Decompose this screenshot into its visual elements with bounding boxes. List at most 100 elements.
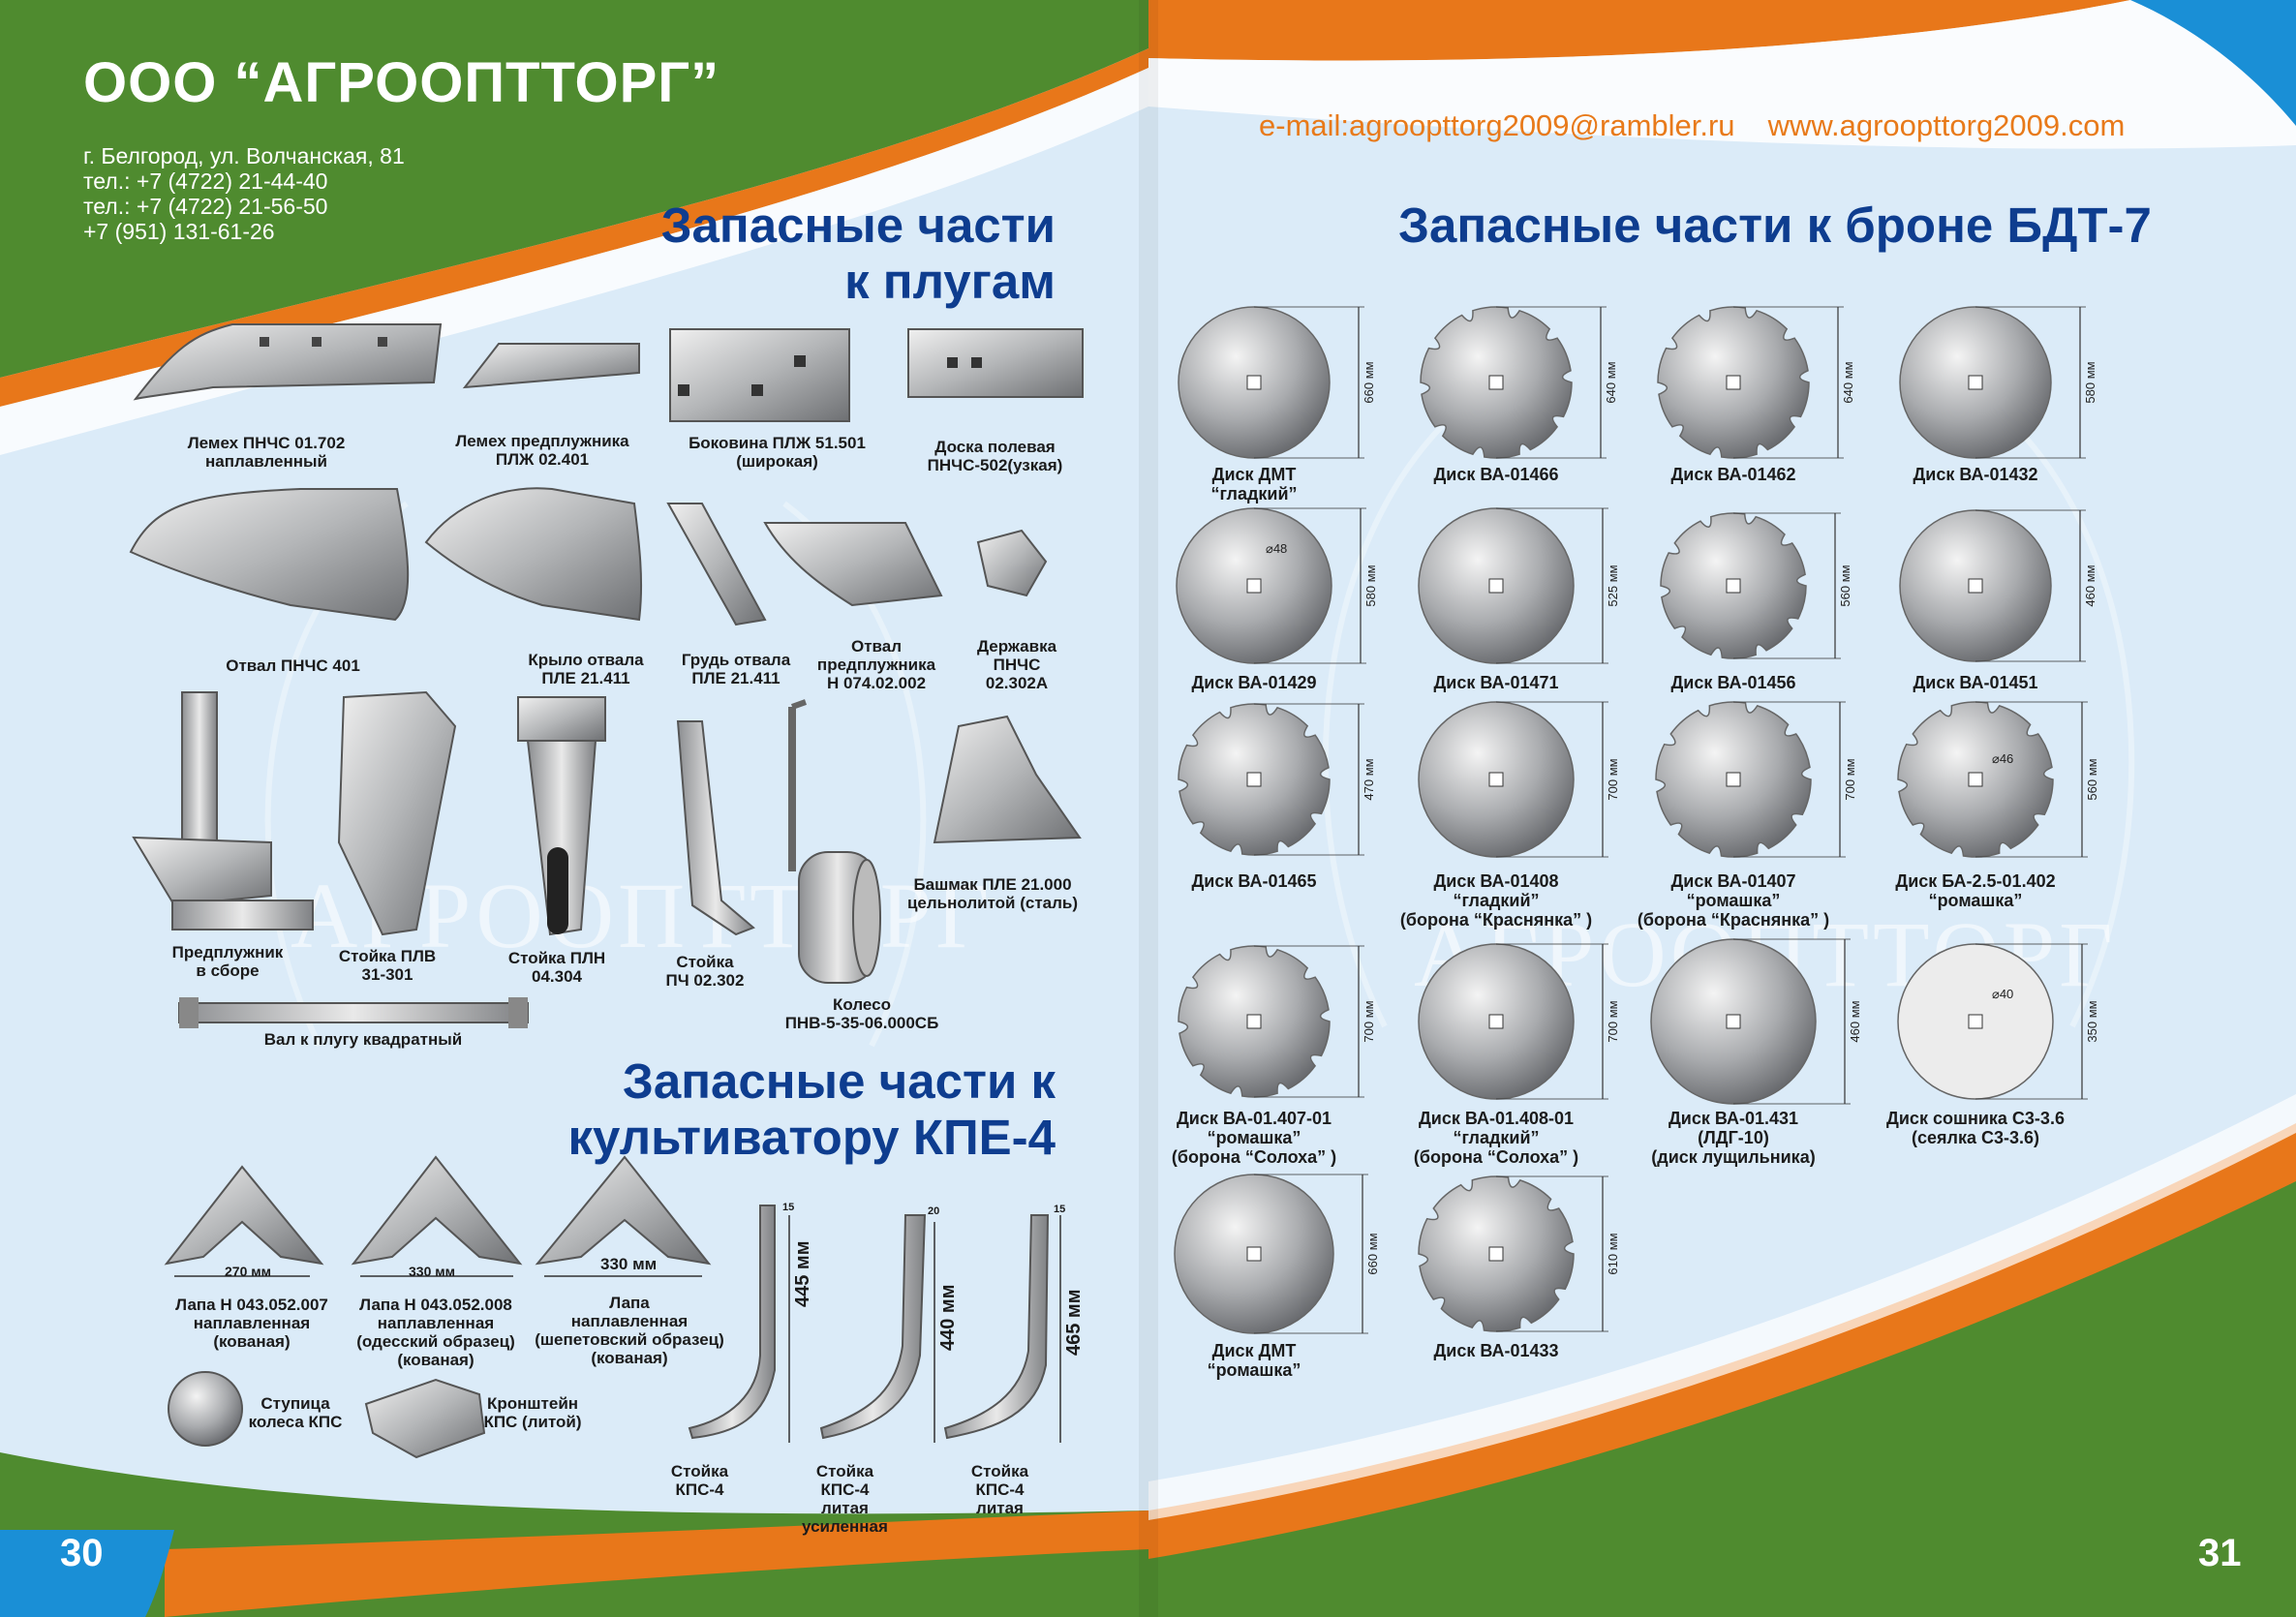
disk-center-hole [1246,375,1262,390]
part-label: Стойка ПЛН 04.304 [507,949,606,986]
stand-kps-cast-image [943,1214,1050,1440]
sweep-008-image [351,1155,523,1266]
part-label: Лапа наплавленная (шепетовский образец) … [535,1294,724,1367]
heading-line: Запасные части [660,198,1056,253]
disk-image: 470 мм [1178,703,1376,856]
contact-line: e-mail:agroopttorg2009@rambler.ru www.agr… [1259,108,2158,143]
part-label: Стойка КПС-4 [670,1462,729,1499]
phone-line: +7 (951) 131-61-26 [83,219,275,244]
disk-image: 460 мм [1650,938,1862,1105]
disk-center-hole [1726,1014,1741,1029]
disk-size: 350 мм [2085,1000,2099,1042]
disk-label: Диск ВА-01429 [1191,673,1317,692]
sweep-width: 330 мм [409,1264,455,1279]
disk-center-hole [1488,1246,1504,1262]
disk-center-hole [1726,375,1741,390]
plow-parts-illustrations [129,323,1084,1459]
part-label: Лемех предплужника ПЛЖ 02.401 [455,432,629,469]
share-image [133,323,443,401]
disk-center-hole [1488,1014,1504,1029]
shaft-image [178,997,529,1028]
company-address: г. Белгород, ул. Волчанская, 81 тел.: +7… [83,143,405,244]
disk-size: 700 мм [1843,758,1857,800]
disk-size: 470 мм [1362,758,1376,800]
phone-line: тел.: +7 (4722) 21-44-40 [83,168,328,194]
disk-size: 460 мм [1848,1000,1862,1042]
disk-label: Диск ВА-01408 “гладкий” (борона “Краснян… [1399,871,1593,930]
stand-pln-image [517,696,606,936]
page-number-left: 30 [60,1532,104,1574]
disk-image: 700 мм [1655,701,1857,858]
disk-label: Диск ВА-01407 “ромашка” (борона “Краснян… [1637,871,1830,930]
part-label: Грудь отвала ПЛЕ 21.411 [681,651,791,687]
address-line: г. Белгород, ул. Волчанская, 81 [83,143,405,168]
disk-center-hole [1488,772,1504,787]
part-label: Кронштейн КПС (литой) [483,1394,582,1431]
part-label: Вал к плугу квадратный [263,1030,463,1049]
disk-size: 660 мм [1362,361,1376,403]
stand-kps-image [688,1205,776,1440]
stand-height: 445 мм [792,1240,813,1307]
disk-center-hole [1968,375,1983,390]
wheel-image [788,699,881,984]
disk-size: 580 мм [1363,564,1378,606]
disk-center-hole [1488,578,1504,594]
part-label: Колесо ПНВ-5-35-06.000СБ [784,995,939,1032]
sweep-shep-image [535,1155,712,1266]
disk-image: 580 мм [1176,507,1378,664]
disk-center-hole [1726,578,1741,594]
disk-image: 640 мм [1657,306,1855,459]
part-label: Отвал ПНЧС 401 [226,656,360,675]
sweep-007-image [164,1165,324,1266]
heading-line: Запасные части к [622,1053,1056,1109]
hole-diameter-mark: ⌀48 [1266,541,1287,556]
part-label: Крыло отвала ПЛЕ 21.411 [528,651,644,687]
hole-diameter-mark: ⌀46 [1992,751,2013,766]
disk-label: Диск ВА-01456 [1670,673,1796,692]
breast-image [666,503,767,626]
website-link[interactable]: www.agroopttorg2009.com [1767,108,2126,142]
stand-kps-reinforced-image [819,1214,927,1440]
hub-image [168,1371,243,1447]
phone-line: тел.: +7 (4722) 21-56-50 [83,194,328,219]
disk-label: Диск ВА-01.408-01 “гладкий” (борона “Сол… [1413,1109,1579,1167]
disk-center-hole [1246,1014,1262,1029]
part-label: Стойка ПЧ 02.302 [665,953,745,990]
part-label: Стойка КПС-4 литая усиленная [802,1462,888,1536]
disk-image: 460 мм [1899,509,2097,662]
disk-size: 525 мм [1606,564,1620,606]
disk-center-hole [1726,772,1741,787]
sweep-width: 270 мм [225,1264,271,1279]
disk-size: 460 мм [2083,564,2097,606]
disk-label: Диск ВА-01451 [1913,673,2038,692]
part-label: Ступица колеса КПС [248,1394,343,1431]
part-label: Лапа Н 043.052.007 наплавленная (кованая… [175,1296,328,1351]
disk-center-hole [1488,375,1504,390]
stand-plv-image [337,690,457,936]
side-plate-image [669,328,850,422]
skimmer-assembly-image [132,691,314,931]
part-label: Предплужник в сборе [171,943,284,980]
email-link[interactable]: e-mail:agroopttorg2009@rambler.ru [1259,108,1735,142]
disk-image: 560 мм [1897,701,2099,858]
stand-top-width: 15 [782,1202,795,1213]
sweep-width: 330 мм [600,1255,658,1273]
disk-image: 700 мм [1418,943,1620,1100]
disk-size: 560 мм [1838,564,1852,606]
part-label: Лемех ПНЧС 01.702 наплавленный [187,434,346,471]
part-label: Стойка КПС-4 литая [970,1462,1029,1517]
disk-size: 640 мм [1604,361,1618,403]
stand-top-width: 15 [1054,1204,1066,1215]
disk-size: 660 мм [1365,1233,1380,1274]
disk-label: Диск ВА-01466 [1433,465,1559,484]
stand-height: 440 мм [937,1284,959,1351]
part-label: Лапа Н 043.052.008 наплавленная (одесски… [356,1296,515,1369]
disk-label: Диск ВА-01462 [1670,465,1796,484]
disk-label: Диск ДМТ “ромашка” [1207,1341,1301,1380]
disk-label: Диск ДМТ “гладкий” [1210,465,1298,503]
heading-line: к плугам [844,254,1056,309]
part-label: Стойка ПЛВ 31-301 [338,947,437,984]
skimmer-moldboard-image [763,522,943,607]
disk-label: Диск ВА-01433 [1433,1341,1559,1360]
